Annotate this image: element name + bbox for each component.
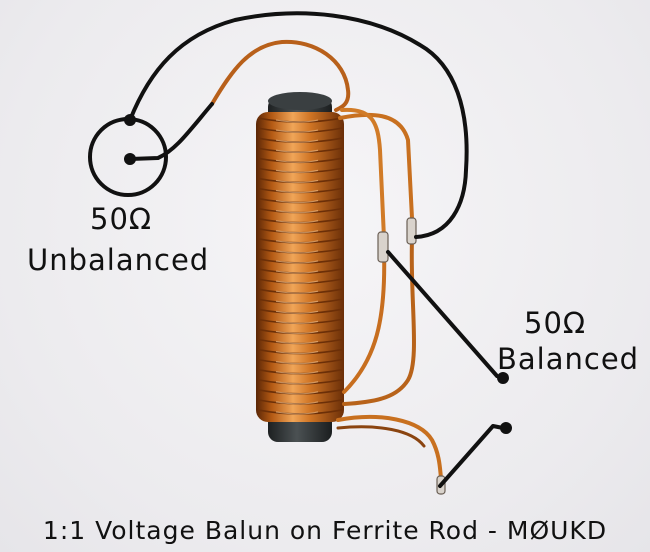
- coil-turn-highlight: [275, 320, 319, 324]
- coil-turn-highlight: [275, 179, 319, 184]
- coil-turn-highlight: [275, 139, 319, 143]
- coil-turn-highlight: [275, 381, 319, 385]
- ferrite-rod-top: [268, 92, 332, 110]
- coil-turn-highlight: [275, 119, 319, 123]
- coax-shield-line: [128, 11, 469, 239]
- coil-turn-highlight: [275, 220, 319, 224]
- unbalanced-label: Unbalanced: [27, 243, 210, 277]
- balanced-terminal-dot-lower: [500, 422, 512, 434]
- coil-turn-highlight: [275, 330, 319, 335]
- balanced-lead-wire-upper: [342, 248, 387, 394]
- coil-turn-highlight: [275, 270, 319, 274]
- balanced-pointer-lower: [438, 424, 505, 488]
- solder-joint-right: [406, 217, 417, 245]
- coax-center-line: [128, 102, 214, 161]
- balanced-output-wire: [336, 414, 443, 480]
- balanced-lead-wire-lower: [342, 238, 417, 406]
- coil-turn-highlight: [275, 189, 319, 194]
- balanced-impedance-label: 50Ω: [524, 306, 587, 340]
- coax-shield-dot: [124, 114, 136, 126]
- coil-turn-highlight: [275, 210, 319, 214]
- coil-turn-highlight: [275, 159, 319, 163]
- coil-turn-highlight: [275, 310, 319, 314]
- coil-turn-highlight: [275, 149, 319, 153]
- coil-turn-highlight: [275, 371, 319, 375]
- coil-turn-highlight: [275, 391, 319, 395]
- coil-turn-highlight: [275, 230, 319, 234]
- coil-return-wire-top: [338, 112, 414, 220]
- coil-turn-highlight: [275, 280, 319, 284]
- coil-turn-highlight: [275, 260, 319, 264]
- balanced-pointer-upper: [386, 250, 499, 378]
- coil-winding-body: [256, 112, 344, 422]
- coil-turns: [257, 117, 343, 415]
- unbalanced-impedance-label: 50Ω: [90, 202, 153, 236]
- coil-turn-highlight: [275, 199, 319, 204]
- coil-turn-highlight: [275, 240, 319, 244]
- coil-turn-highlight: [275, 411, 319, 415]
- coil-turn-highlight: [275, 361, 319, 365]
- coil-turn-highlight: [275, 169, 319, 173]
- coil-turn-highlight: [275, 401, 319, 405]
- balanced-output-wire-shadow: [336, 425, 426, 448]
- coil-turn-highlight: [275, 129, 319, 133]
- coil-turn-highlight: [275, 340, 319, 345]
- coil-inner-wire: [340, 107, 386, 240]
- coil-turn-highlight: [275, 250, 319, 254]
- balanced-label: Balanced: [497, 342, 640, 376]
- coax-center-dot: [124, 153, 136, 165]
- balanced-terminal-dot-upper: [497, 372, 509, 384]
- unbalanced-lead-wire: [210, 39, 351, 112]
- solder-joint-left: [377, 231, 389, 263]
- coil-turn-highlight: [275, 300, 319, 304]
- caption: 1:1 Voltage Balun on Ferrite Rod - MØUKD: [42, 516, 608, 545]
- coil-turn-highlight: [275, 290, 319, 294]
- coil-turn-highlight: [275, 350, 319, 355]
